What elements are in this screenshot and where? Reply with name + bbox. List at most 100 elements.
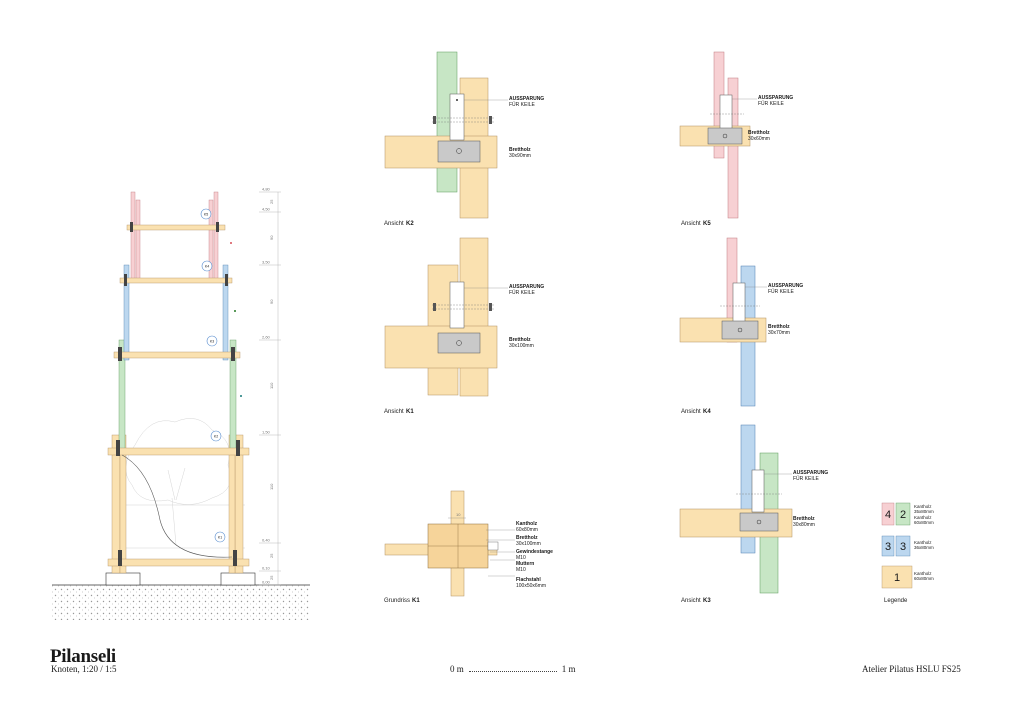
svg-text:100x50x6mm: 100x50x6mm xyxy=(516,583,546,589)
svg-text:Kantholz: Kantholz xyxy=(914,571,932,576)
svg-text:4,80: 4,80 xyxy=(262,187,271,192)
svg-text:Gewindestange: Gewindestange xyxy=(516,549,553,555)
foundation-block-right xyxy=(220,572,256,586)
k5-flachstahl xyxy=(707,127,743,145)
svg-text:K3: K3 xyxy=(210,340,214,344)
ref-tick-teal xyxy=(240,395,242,397)
post-pink-right-a xyxy=(213,191,219,283)
legend-swatch-pink xyxy=(881,502,895,526)
scale-line xyxy=(468,664,557,672)
svg-text:M10: M10 xyxy=(516,555,526,561)
svg-text:K5: K5 xyxy=(703,221,711,227)
view-k4: AUSSPARUNG FÜR KEILE Brettholz 30x70mm A… xyxy=(679,237,803,415)
svg-text:AUSSPARUNG: AUSSPARUNG xyxy=(509,284,544,290)
elevation-dimension-chain: 4,80 4,50 3,50 2,60 1,50 0,40 0,10 0,00 … xyxy=(259,187,281,586)
rope-curve xyxy=(121,454,233,558)
svg-text:Brettholz: Brettholz xyxy=(509,147,531,153)
svg-text:Kantholz: Kantholz xyxy=(914,504,932,509)
svg-text:K4: K4 xyxy=(205,265,209,269)
svg-text:K2: K2 xyxy=(214,435,218,439)
svg-text:Brettholz: Brettholz xyxy=(793,516,815,522)
svg-text:K4: K4 xyxy=(703,409,711,415)
svg-text:25: 25 xyxy=(269,575,274,580)
svg-text:FÜR KEILE: FÜR KEILE xyxy=(509,289,536,296)
svg-text:K1: K1 xyxy=(406,409,414,415)
svg-text:AUSSPARUNG: AUSSPARUNG xyxy=(509,96,544,102)
post-pink-left-b xyxy=(135,199,141,283)
sheet-subtitle: Knoten, 1:20 / 1:5 xyxy=(51,664,117,674)
k4-aussparung xyxy=(732,282,746,324)
svg-text:FÜR KEILE: FÜR KEILE xyxy=(768,288,795,295)
view-k5: AUSSPARUNG FÜR KEILE Brettholz 30x60mm A… xyxy=(679,51,793,227)
post-pink-left-a xyxy=(130,191,136,283)
rung-k2 xyxy=(107,447,250,456)
ref-tick-red xyxy=(230,242,232,244)
svg-text:110: 110 xyxy=(269,382,274,389)
k4-flachstahl xyxy=(721,320,759,340)
svg-text:2,60: 2,60 xyxy=(262,335,271,340)
svg-text:K5: K5 xyxy=(204,213,208,217)
node-tag-k2: K2 xyxy=(210,430,222,442)
svg-text:25: 25 xyxy=(269,199,274,204)
scale-end: 1 m xyxy=(561,664,576,674)
svg-text:Muttern: Muttern xyxy=(516,561,534,567)
svg-text:3,50: 3,50 xyxy=(262,260,271,265)
svg-text:Legende: Legende xyxy=(884,598,908,604)
svg-text:K1: K1 xyxy=(412,598,420,604)
k5-pink-post-right xyxy=(727,77,739,219)
svg-text:30x80mm: 30x80mm xyxy=(793,522,815,528)
svg-text:Brettholz: Brettholz xyxy=(748,130,770,136)
ref-tick-green xyxy=(234,310,236,312)
svg-text:30x70mm: 30x70mm xyxy=(768,330,790,336)
k1-yellow-post-right xyxy=(459,237,489,397)
svg-text:4: 4 xyxy=(885,509,891,521)
svg-text:25: 25 xyxy=(269,553,274,558)
svg-text:60x80mm: 60x80mm xyxy=(914,576,934,581)
view-k2: AUSSPARUNG FÜR KEILE Brettholz 30x90mm A… xyxy=(384,51,544,227)
svg-text:10: 10 xyxy=(456,512,461,517)
view-k3: AUSSPARUNG FÜR KEILE Brettholz 30x80mm A… xyxy=(679,424,828,604)
svg-text:Ansicht: Ansicht xyxy=(681,598,701,604)
legend: 4 2 Kantholz 35x80mm Kantholz 60x80mm 3 … xyxy=(881,502,934,604)
svg-text:90: 90 xyxy=(269,235,274,240)
svg-text:Brettholz: Brettholz xyxy=(509,337,531,343)
svg-text:30x90mm: 30x90mm xyxy=(509,153,531,159)
svg-text:AUSSPARUNG: AUSSPARUNG xyxy=(758,95,793,101)
svg-text:Flachstahl: Flachstahl xyxy=(516,577,541,583)
svg-text:30x100mm: 30x100mm xyxy=(509,343,534,349)
svg-text:M10: M10 xyxy=(516,567,526,573)
svg-text:1: 1 xyxy=(894,572,900,584)
post-blue-left xyxy=(123,264,130,361)
k3-flachstahl xyxy=(739,512,779,532)
rung-k3 xyxy=(113,351,241,359)
plan-k1: 10 Kantholz 60x80mm Brettholz 30x100mm G… xyxy=(384,490,553,604)
legend-swatch-blue-b xyxy=(895,535,911,557)
k5-aussparung xyxy=(719,94,733,132)
svg-text:K3: K3 xyxy=(703,598,711,604)
svg-text:60x80mm: 60x80mm xyxy=(516,527,538,533)
node-tag-k4: K4 xyxy=(201,260,213,272)
k1-flachstahl xyxy=(437,332,481,354)
svg-text:90: 90 xyxy=(269,299,274,304)
k3-aussparung xyxy=(751,469,765,513)
svg-text:Ansicht: Ansicht xyxy=(384,409,404,415)
svg-text:3: 3 xyxy=(900,541,906,553)
svg-text:30x100mm: 30x100mm xyxy=(516,541,541,547)
svg-text:FÜR KEILE: FÜR KEILE xyxy=(758,100,785,107)
node-tag-k5: K5 xyxy=(200,208,212,220)
svg-text:0,00: 0,00 xyxy=(262,580,271,585)
svg-text:FÜR KEILE: FÜR KEILE xyxy=(793,475,820,482)
svg-text:110: 110 xyxy=(269,483,274,490)
svg-text:FÜR KEILE: FÜR KEILE xyxy=(509,101,536,108)
svg-text:0,40: 0,40 xyxy=(262,538,271,543)
svg-text:AUSSPARUNG: AUSSPARUNG xyxy=(768,283,803,289)
svg-text:60x80mm: 60x80mm xyxy=(914,520,934,525)
rung-k1 xyxy=(107,558,250,567)
foundation-block-left xyxy=(105,572,141,586)
svg-text:AUSSPARUNG: AUSSPARUNG xyxy=(793,470,828,476)
svg-text:0,10: 0,10 xyxy=(262,566,271,571)
joint-markers xyxy=(116,222,240,566)
legend-swatch-yellow xyxy=(881,565,913,589)
